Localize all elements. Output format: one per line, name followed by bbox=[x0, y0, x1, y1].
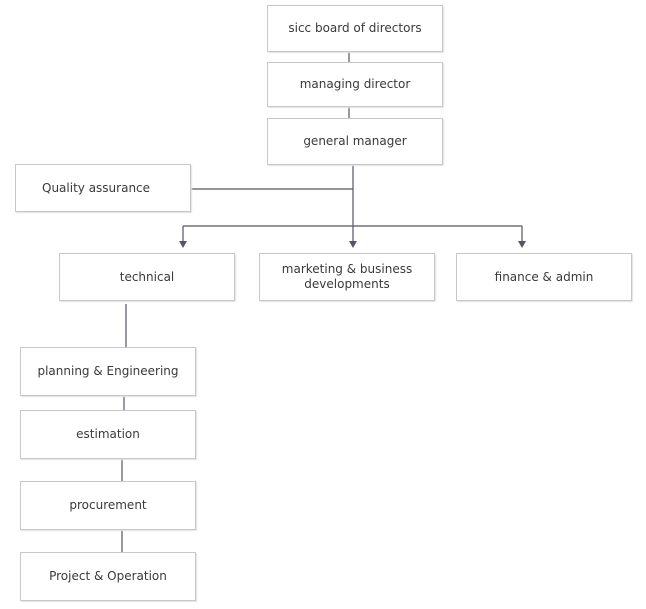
node-planning-engineering: planning & Engineering bbox=[20, 347, 196, 396]
node-label: Project & Operation bbox=[49, 569, 167, 583]
node-marketing-business-developments: marketing & business developments bbox=[259, 253, 435, 301]
node-label: estimation bbox=[76, 427, 140, 441]
node-estimation: estimation bbox=[20, 410, 196, 459]
node-label: managing director bbox=[299, 77, 411, 91]
node-label: planning & Engineering bbox=[37, 364, 179, 378]
node-label: technical bbox=[119, 269, 175, 284]
node-label: general manager bbox=[303, 134, 407, 148]
node-label: marketing & business developments bbox=[281, 262, 413, 291]
node-label: finance & admin bbox=[494, 269, 594, 284]
node-board-of-directors: sicc board of directors bbox=[267, 5, 443, 52]
node-label: Quality assurance bbox=[42, 180, 151, 195]
node-project-operation: Project & Operation bbox=[20, 552, 196, 601]
node-technical: technical bbox=[59, 253, 235, 301]
arrow-finance bbox=[518, 241, 526, 248]
node-procurement: procurement bbox=[20, 481, 196, 530]
node-quality-assurance: Quality assurance bbox=[15, 164, 191, 212]
node-label: sicc board of directors bbox=[288, 21, 422, 35]
node-managing-director: managing director bbox=[267, 62, 443, 107]
node-finance-admin: finance & admin bbox=[456, 253, 632, 301]
node-general-manager: general manager bbox=[267, 118, 443, 165]
node-label: procurement bbox=[69, 498, 147, 512]
arrow-technical bbox=[179, 241, 187, 248]
arrow-marketing bbox=[349, 241, 357, 248]
